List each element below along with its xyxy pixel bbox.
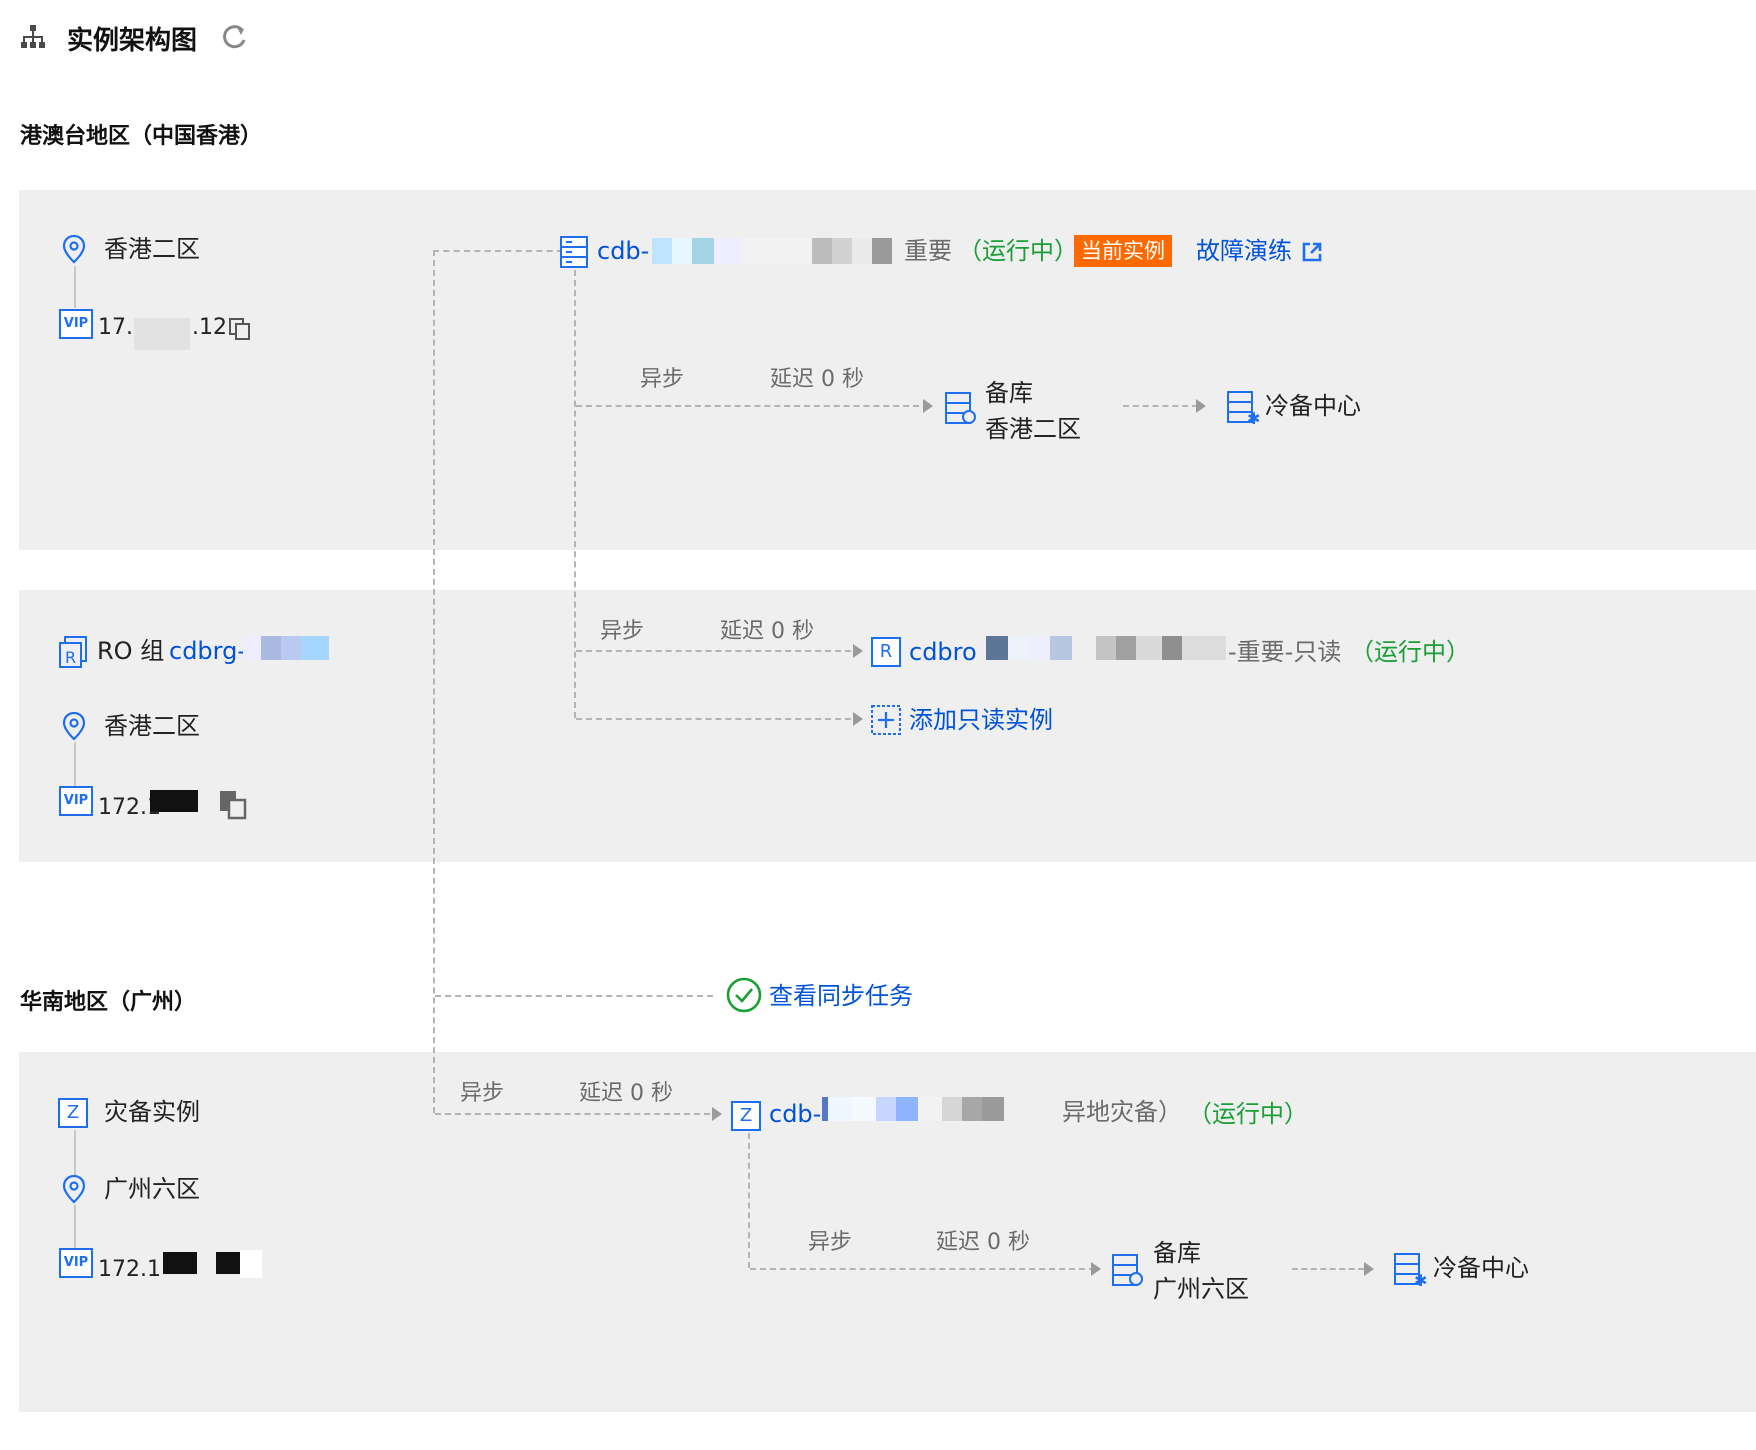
primary-vip: 17. bbox=[98, 315, 133, 340]
arrow-icon bbox=[1364, 1262, 1374, 1276]
dr-title: 灾备实例 bbox=[104, 1098, 200, 1126]
arrow-icon bbox=[853, 712, 863, 726]
dr-delay: 延迟 0 秒 bbox=[579, 1081, 673, 1106]
primary-instance-suffix: 重要 bbox=[904, 237, 952, 265]
standby-sync-mode: 异步 bbox=[640, 367, 685, 392]
dr-icon: Z bbox=[58, 1098, 88, 1128]
dr-zone: 广州六区 bbox=[104, 1175, 200, 1203]
primary-vip-suffix: .12 bbox=[192, 315, 227, 340]
location-pin-icon bbox=[62, 711, 86, 741]
ro-group-id-link[interactable]: cdbrg- bbox=[169, 637, 247, 665]
redacted-mask bbox=[240, 1250, 262, 1278]
svg-text:R: R bbox=[65, 648, 76, 667]
title-zone-link bbox=[74, 1130, 76, 1175]
dr-standby-sync-mode: 异步 bbox=[808, 1230, 853, 1255]
cold-backup-label: 冷备中心 bbox=[1265, 392, 1361, 420]
check-circle-icon[interactable] bbox=[726, 977, 762, 1013]
ro-instance-suffix: -重要-只读 bbox=[1228, 638, 1342, 666]
dr-standby-title: 备库 bbox=[1153, 1239, 1201, 1267]
location-pin-icon bbox=[62, 1174, 86, 1204]
cold-connector bbox=[1123, 405, 1198, 407]
refresh-icon[interactable] bbox=[222, 24, 248, 50]
standby-connector bbox=[576, 405, 919, 407]
primary-zone: 香港二区 bbox=[104, 235, 200, 263]
redacted-mask bbox=[243, 636, 329, 660]
dr-sync-mode: 异步 bbox=[460, 1081, 505, 1106]
readonly-instance-icon: R bbox=[871, 637, 901, 667]
standby-delay: 延迟 0 秒 bbox=[770, 367, 864, 392]
external-link-icon[interactable] bbox=[1302, 242, 1322, 262]
ro-status: （运行中） bbox=[1350, 638, 1470, 666]
dr-instance-suffix: 异地灾备） bbox=[1062, 1098, 1182, 1126]
primary-instance-link[interactable]: cdb- bbox=[597, 237, 650, 265]
zone-vip-link bbox=[74, 742, 76, 786]
dr-status: （运行中） bbox=[1188, 1100, 1308, 1128]
zone-vip-link bbox=[74, 1205, 76, 1249]
vip-icon: VIP bbox=[59, 1248, 93, 1278]
copy-icon[interactable] bbox=[229, 318, 251, 340]
standby-title: 备库 bbox=[985, 379, 1033, 407]
svg-text:✱: ✱ bbox=[1247, 409, 1260, 428]
dr-standby-connector bbox=[750, 1268, 1095, 1270]
view-sync-task-link[interactable]: 查看同步任务 bbox=[769, 982, 913, 1010]
region-label-hk: 港澳台地区（中国香港） bbox=[20, 124, 263, 149]
dr-inner-connector bbox=[748, 1133, 750, 1268]
ro-group-icon: R bbox=[59, 636, 87, 668]
cold-backup-icon: ✱ bbox=[1394, 1253, 1427, 1290]
arrow-icon bbox=[853, 644, 863, 658]
ro-sync-mode: 异步 bbox=[600, 619, 645, 644]
add-icon[interactable] bbox=[871, 705, 901, 735]
redacted-mask bbox=[652, 238, 902, 264]
dr-instance-link[interactable]: cdb- bbox=[769, 1100, 822, 1128]
ro-instance-link[interactable]: cdbro bbox=[909, 638, 977, 666]
db-instance-icon bbox=[560, 236, 588, 268]
ro-band bbox=[19, 590, 1756, 862]
svg-text:✱: ✱ bbox=[1414, 1271, 1427, 1290]
current-instance-tag: 当前实例 bbox=[1074, 235, 1172, 267]
standby-zone: 香港二区 bbox=[985, 415, 1081, 443]
redacted-mask bbox=[216, 1252, 240, 1274]
vip-icon: VIP bbox=[59, 309, 93, 339]
primary-status: （运行中） bbox=[958, 237, 1078, 265]
add-readonly-link[interactable]: 添加只读实例 bbox=[909, 706, 1053, 734]
dr-connector bbox=[435, 1113, 710, 1115]
trunk-connector bbox=[433, 250, 435, 1113]
ro-group-label: RO 组 bbox=[97, 637, 165, 665]
arrow-icon bbox=[923, 399, 933, 413]
arrow-icon bbox=[712, 1107, 722, 1121]
copy-icon[interactable] bbox=[219, 790, 249, 820]
ro-delay: 延迟 0 秒 bbox=[720, 619, 814, 644]
ro-connector bbox=[576, 650, 851, 652]
primary-connector bbox=[574, 270, 576, 718]
dr-standby-delay: 延迟 0 秒 bbox=[936, 1230, 1030, 1255]
trunk-to-primary bbox=[433, 250, 563, 252]
cold-backup-icon: ✱ bbox=[1227, 391, 1260, 428]
add-ro-connector bbox=[576, 718, 851, 720]
redacted-mask bbox=[986, 636, 1226, 660]
standby-db-icon bbox=[1112, 1254, 1143, 1286]
arrow-icon bbox=[1196, 399, 1206, 413]
vip-icon: VIP bbox=[59, 786, 93, 816]
topology-icon bbox=[21, 25, 45, 48]
redacted-mask bbox=[163, 1252, 197, 1274]
dr-standby-zone: 广州六区 bbox=[1153, 1275, 1249, 1303]
zone-vip-link bbox=[74, 266, 76, 308]
dr-vip: 172.1 bbox=[98, 1257, 161, 1282]
redacted-mask bbox=[150, 790, 198, 812]
page-title: 实例架构图 bbox=[67, 26, 198, 56]
redacted-mask bbox=[134, 318, 190, 350]
dr-cold-connector bbox=[1292, 1268, 1364, 1270]
dr-instance-icon: Z bbox=[731, 1101, 761, 1131]
dr-cold-backup-label: 冷备中心 bbox=[1433, 1254, 1529, 1282]
sync-task-connector bbox=[435, 995, 713, 997]
fault-drill-link[interactable]: 故障演练 bbox=[1196, 237, 1292, 265]
region-label-gz: 华南地区（广州） bbox=[20, 990, 197, 1015]
ro-zone: 香港二区 bbox=[104, 712, 200, 740]
arrow-icon bbox=[1091, 1262, 1101, 1276]
redacted-mask bbox=[822, 1097, 1060, 1121]
standby-db-icon bbox=[945, 392, 976, 424]
location-pin-icon bbox=[62, 234, 86, 264]
